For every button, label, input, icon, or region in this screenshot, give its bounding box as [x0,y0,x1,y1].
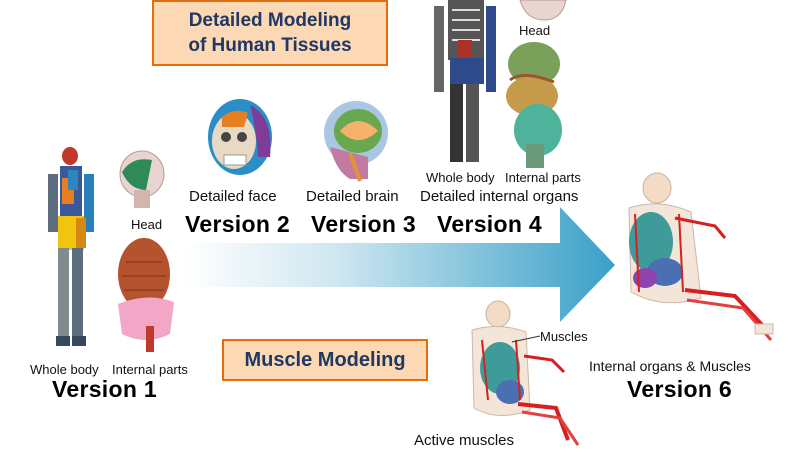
title-box-muscle-modeling: Muscle Modeling [222,339,428,381]
v1-whole-body-model [48,147,94,346]
v2-version-label: Version 2 [185,211,290,237]
v6-version-label: Version 6 [627,376,732,402]
v3-caption: Detailed brain [306,188,399,205]
title-box-detailed-modeling: Detailed Modeling of Human Tissues [152,0,388,66]
v1-head-model [119,150,165,208]
v4-whole-body-label: Whole body [426,170,495,185]
v4-internal-parts-label: Internal parts [505,170,581,185]
title-box-line1: Detailed Modeling [188,10,352,31]
v6-seated-organs-muscles-model [628,172,774,341]
v4-internal-parts-model [506,42,562,168]
title-box-line2: of Human Tissues [188,35,352,56]
v1-internal-parts-label: Internal parts [112,362,188,377]
v3-version-label: Version 3 [311,211,416,237]
v1-version-label: Version 1 [52,376,157,402]
v4-head-label: Head [519,23,551,38]
v4-caption: Detailed internal organs [420,188,579,205]
v5-active-muscles-label: Active muscles [414,432,515,449]
v1-whole-body-label: Whole body [30,362,99,377]
v4-version-label: Version 4 [437,211,542,237]
v2-face-model [208,99,272,175]
v6-caption: Internal organs & Muscles [589,358,751,374]
v5-muscles-label: Muscles [540,329,588,344]
v4-whole-body-model [434,0,496,162]
v4-head-model [519,0,567,21]
v5-seated-muscle-model [471,300,580,446]
v3-brain-model [324,101,388,182]
muscles-leader-line [511,335,541,343]
v1-head-label: Head [131,217,163,232]
v2-caption: Detailed face [189,188,277,205]
v1-internal-parts-model [118,238,174,352]
